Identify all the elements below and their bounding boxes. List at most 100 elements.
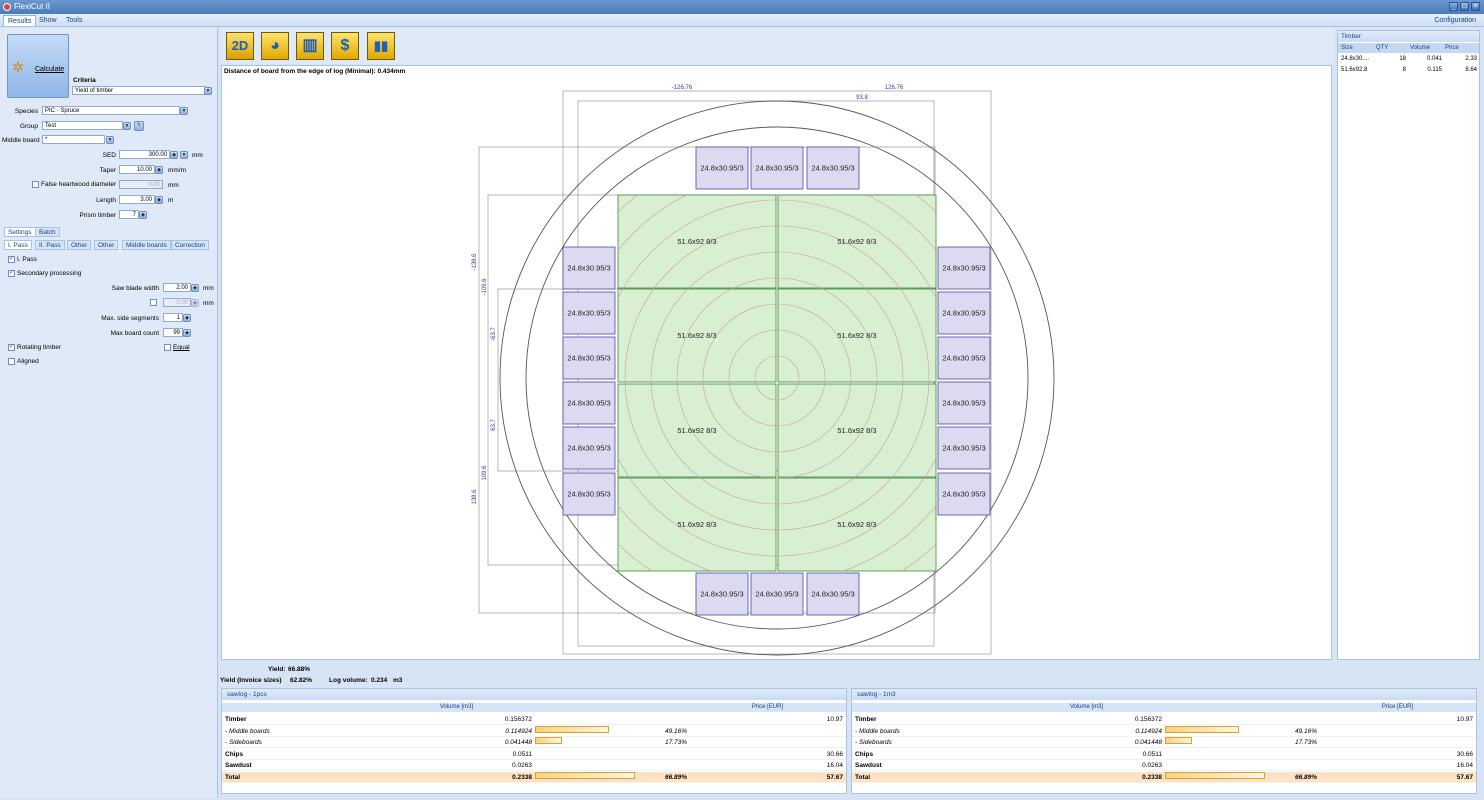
col-volume: Volume bbox=[1410, 45, 1431, 51]
dimension-label: 138.6 bbox=[472, 489, 478, 505]
i-pass-checkbox[interactable]: ✓ bbox=[8, 256, 15, 263]
tab-i-pass[interactable]: I. Pass bbox=[4, 240, 32, 250]
menu-show[interactable]: Show bbox=[39, 17, 57, 24]
side-board-label: 24.8x30.95/3 bbox=[700, 590, 743, 599]
spin-icon: ◆ bbox=[191, 299, 199, 307]
side-board-label: 24.8x30.95/3 bbox=[700, 164, 743, 173]
false-heartwood-checkbox[interactable] bbox=[32, 181, 39, 188]
row-name: - Middle boards bbox=[225, 727, 270, 735]
dimension-label: 109.6 bbox=[482, 465, 488, 481]
chevron-down-icon[interactable]: ▼ bbox=[180, 107, 188, 115]
menu-tools[interactable]: Tools bbox=[66, 17, 83, 24]
criteria-select[interactable]: Yield of timber bbox=[72, 86, 206, 95]
log-volume-label: Log volume: bbox=[329, 677, 368, 684]
calculate-button[interactable]: ✲ Calculate bbox=[7, 34, 69, 98]
middle-board-select[interactable]: * bbox=[42, 135, 105, 144]
dimension-label: 126.76 bbox=[885, 85, 904, 91]
disabled-input: 0.00 bbox=[163, 298, 191, 307]
tab-settings[interactable]: Settings bbox=[4, 227, 36, 237]
side-board-label: 24.8x30.95/3 bbox=[567, 490, 610, 499]
main-board-label: 51.6x92 8/3 bbox=[677, 331, 716, 340]
tab-correction[interactable]: Correction bbox=[171, 240, 209, 250]
sed-input[interactable]: 300.00 bbox=[119, 150, 170, 159]
growth-ring bbox=[754, 355, 800, 401]
prism-timber-input[interactable]: 7 bbox=[119, 210, 139, 219]
col-volume: Volume [m3] bbox=[439, 704, 474, 710]
aligned-checkbox[interactable] bbox=[8, 358, 15, 365]
side-board-label: 24.8x30.95/3 bbox=[942, 264, 985, 273]
side-board bbox=[806, 146, 860, 190]
minimize-icon[interactable]: _ bbox=[1449, 2, 1458, 11]
log-volume-value: 0.234 bbox=[371, 677, 388, 684]
spin-icon[interactable]: ◆ bbox=[183, 314, 191, 322]
row-price: 30.66 bbox=[1456, 750, 1473, 758]
main-board bbox=[777, 194, 937, 289]
2d-icon[interactable]: 2D bbox=[226, 32, 254, 60]
max-board-count-input[interactable]: 99 bbox=[163, 328, 183, 337]
menu-results[interactable]: Results bbox=[3, 15, 37, 26]
maximize-icon[interactable]: □ bbox=[1460, 2, 1469, 11]
rotating-timber-checkbox[interactable]: ✓ bbox=[8, 344, 15, 351]
main-board bbox=[777, 383, 937, 478]
growth-ring bbox=[624, 225, 930, 531]
length-input[interactable]: 3.00 bbox=[119, 195, 155, 204]
side-board-label: 24.8x30.95/3 bbox=[942, 490, 985, 499]
side-board bbox=[937, 381, 991, 425]
chevron-down-icon[interactable]: ▼ bbox=[123, 122, 131, 130]
dimension-label: -138.6 bbox=[472, 253, 478, 271]
close-icon[interactable]: × bbox=[1471, 2, 1480, 11]
secondary-processing-checkbox[interactable]: ✓ bbox=[8, 270, 15, 277]
col-price: Price bbox=[1445, 45, 1459, 51]
spin-icon[interactable]: ◆ bbox=[191, 284, 199, 292]
species-select[interactable]: PIC - Spruce bbox=[42, 106, 180, 115]
table-row[interactable]: 24.8x30.... 18 0.041 2.33 bbox=[1338, 54, 1479, 64]
log-sections-icon[interactable]: ▥ bbox=[296, 32, 324, 60]
spin-icon[interactable]: ◆ bbox=[139, 211, 147, 219]
option-checkbox[interactable] bbox=[150, 299, 157, 306]
side-board-label: 24.8x30.95/3 bbox=[567, 444, 610, 453]
max-side-segments-input[interactable]: 1 bbox=[163, 313, 183, 322]
spin-icon[interactable]: ◆ bbox=[183, 329, 191, 337]
chevron-down-icon[interactable]: ▼ bbox=[180, 151, 188, 159]
timber-table-header: Size QTY Volume Price bbox=[1338, 43, 1479, 53]
spin-icon[interactable]: ◆ bbox=[155, 166, 163, 174]
chevron-down-icon[interactable]: ▼ bbox=[204, 87, 212, 95]
chevron-down-icon[interactable]: ▼ bbox=[106, 136, 114, 144]
equal-checkbox[interactable] bbox=[164, 344, 171, 351]
percent-bar bbox=[1165, 771, 1266, 779]
row-price: 10.97 bbox=[1456, 716, 1473, 723]
spin-icon[interactable]: ◆ bbox=[170, 151, 178, 159]
money-icon[interactable]: $ bbox=[331, 32, 359, 60]
growth-ring bbox=[676, 277, 878, 479]
spin-icon[interactable]: ◆ bbox=[155, 196, 163, 204]
pie-chart-icon[interactable]: ◕ bbox=[261, 32, 289, 60]
taper-input[interactable]: 10.00 bbox=[119, 165, 155, 174]
tab-ii-pass[interactable]: II. Pass bbox=[35, 240, 65, 250]
tab-batch[interactable]: Batch bbox=[35, 227, 60, 237]
group-select[interactable]: Test bbox=[42, 121, 123, 130]
tab-other-1[interactable]: Other bbox=[67, 240, 92, 250]
false-heartwood-label: False heartwood diameter bbox=[41, 181, 117, 188]
menu-configuration[interactable]: Configuration bbox=[1434, 17, 1476, 24]
saw-blade-input[interactable]: 2.00 bbox=[163, 283, 191, 292]
tab-middle-boards[interactable]: Middle boards bbox=[122, 240, 171, 250]
row-price: 30.66 bbox=[826, 750, 843, 758]
bar-chart-icon[interactable]: ▮▮ bbox=[367, 32, 395, 60]
table-row[interactable]: 51.6x92.8 8 0.115 8.64 bbox=[1338, 65, 1479, 75]
tab-other-2[interactable]: Other bbox=[94, 240, 119, 250]
edit-icon[interactable]: ✎ bbox=[134, 121, 144, 131]
distance-note: Distance of board from the edge of log (… bbox=[224, 68, 406, 75]
main-board bbox=[777, 288, 937, 383]
